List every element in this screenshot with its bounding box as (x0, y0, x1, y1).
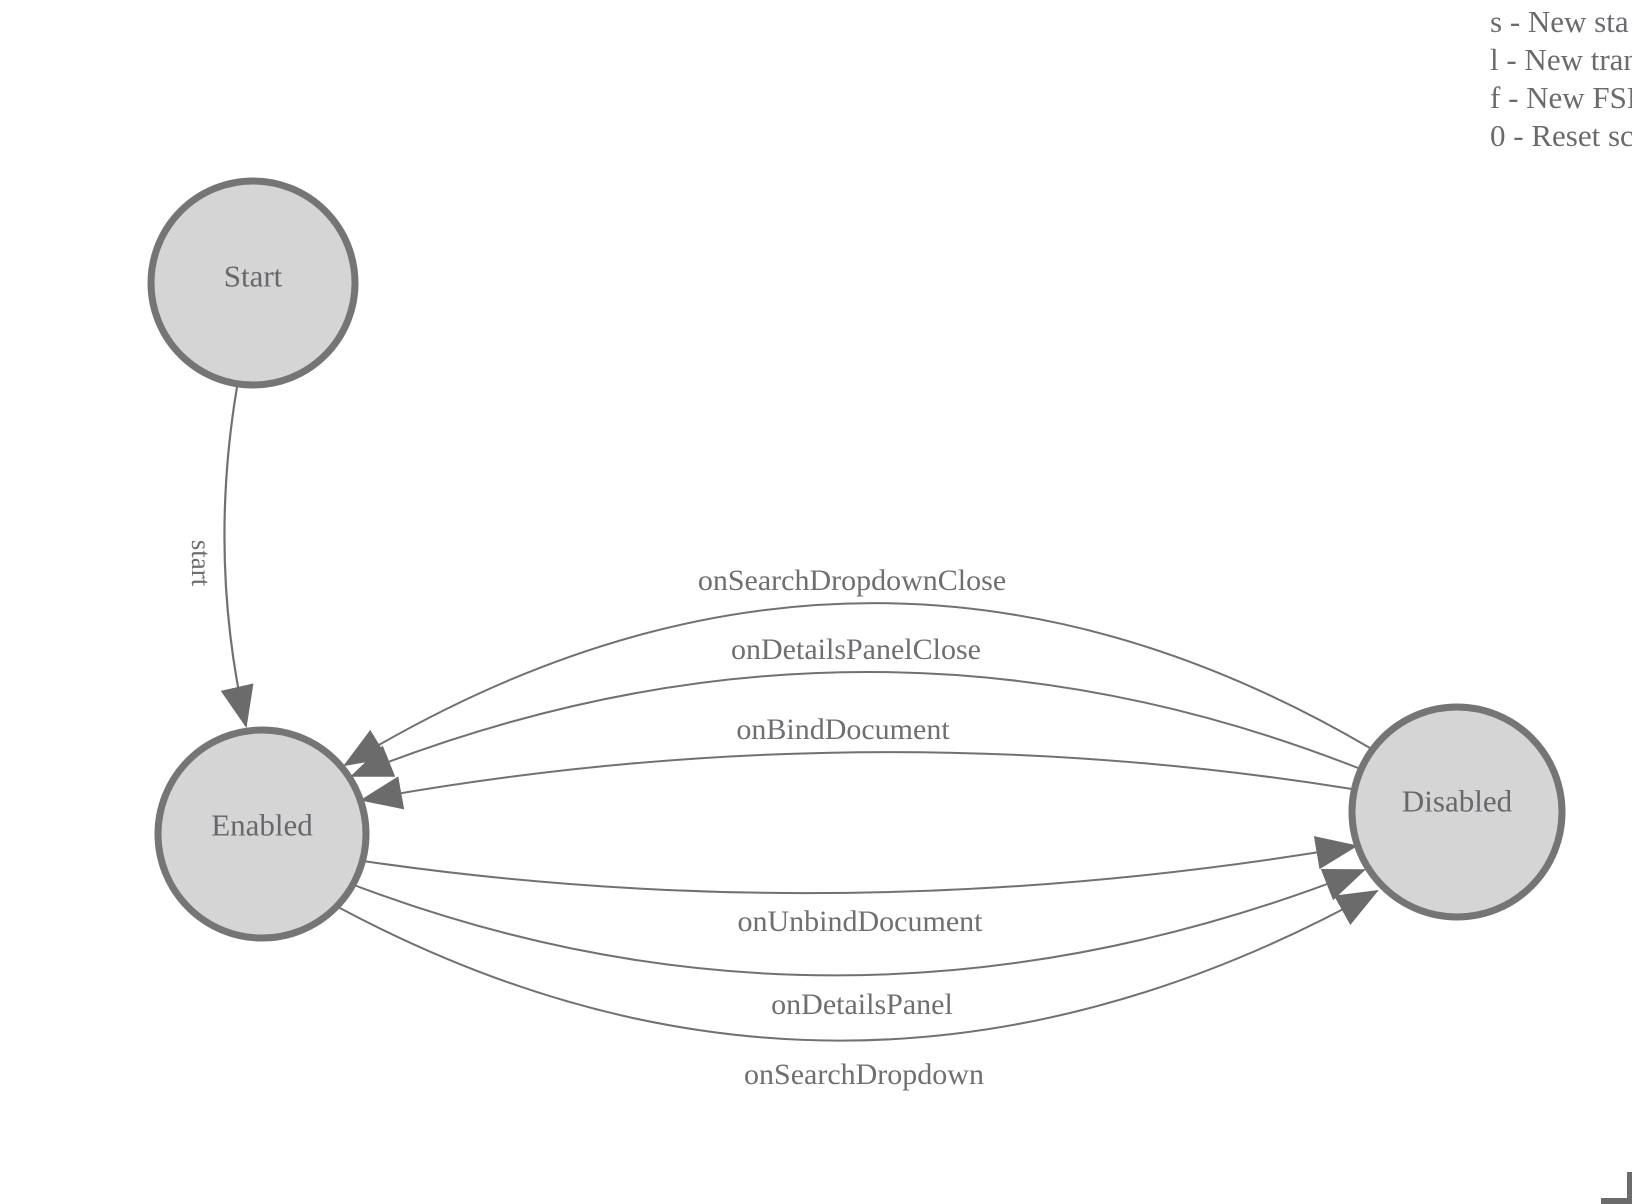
legend-line-new-transition: l - New tran (1490, 42, 1632, 77)
transition-edge-onsearchdropdownclose[interactable] (343, 602, 1371, 767)
state-label-enabled: Enabled (211, 808, 313, 843)
transition-edge-onbinddocument[interactable] (359, 751, 1353, 810)
state-label-start: Start (224, 259, 283, 294)
transition-edge-onunbinddocument[interactable] (362, 836, 1359, 895)
transition-label-onsearchdropdown: onSearchDropdown (744, 1058, 984, 1091)
legend-line-new-state: s - New sta (1490, 4, 1629, 39)
shortcut-legend: s - New sta l - New tran f - New FSM 0 -… (1490, 3, 1632, 155)
state-node-start[interactable] (147, 177, 359, 389)
transition-label-ondetailspanel: onDetailsPanel (771, 988, 953, 1021)
canvas-corner (1601, 1172, 1632, 1204)
transition-label-start: start (186, 540, 216, 587)
transition-labels: start onSearchDropdownClose onDetailsPan… (186, 540, 1006, 1091)
state-node-disabled[interactable] (1348, 703, 1566, 921)
state-nodes: Start Enabled Disabled (147, 177, 1566, 942)
state-node-enabled[interactable] (154, 726, 370, 942)
legend-line-reset-scale: 0 - Reset sca (1490, 118, 1632, 153)
transition-label-onsearchdropdownclose: onSearchDropdownClose (698, 564, 1006, 597)
legend-line-new-fsm: f - New FSM (1490, 80, 1632, 115)
transition-edge-onsearchdropdown[interactable] (337, 889, 1379, 1042)
state-label-disabled: Disabled (1402, 784, 1513, 819)
transition-edge-ondetailspanelclose[interactable] (350, 670, 1359, 777)
transition-label-onunbinddocument: onUnbindDocument (738, 905, 984, 938)
transition-edges (220, 386, 1379, 1042)
transition-label-ondetailspanelclose: onDetailsPanelClose (731, 633, 981, 666)
transition-edge-start[interactable] (220, 386, 254, 729)
transition-edge-ondetailspanel[interactable] (353, 869, 1366, 977)
transition-label-onbinddocument: onBindDocument (736, 713, 950, 746)
